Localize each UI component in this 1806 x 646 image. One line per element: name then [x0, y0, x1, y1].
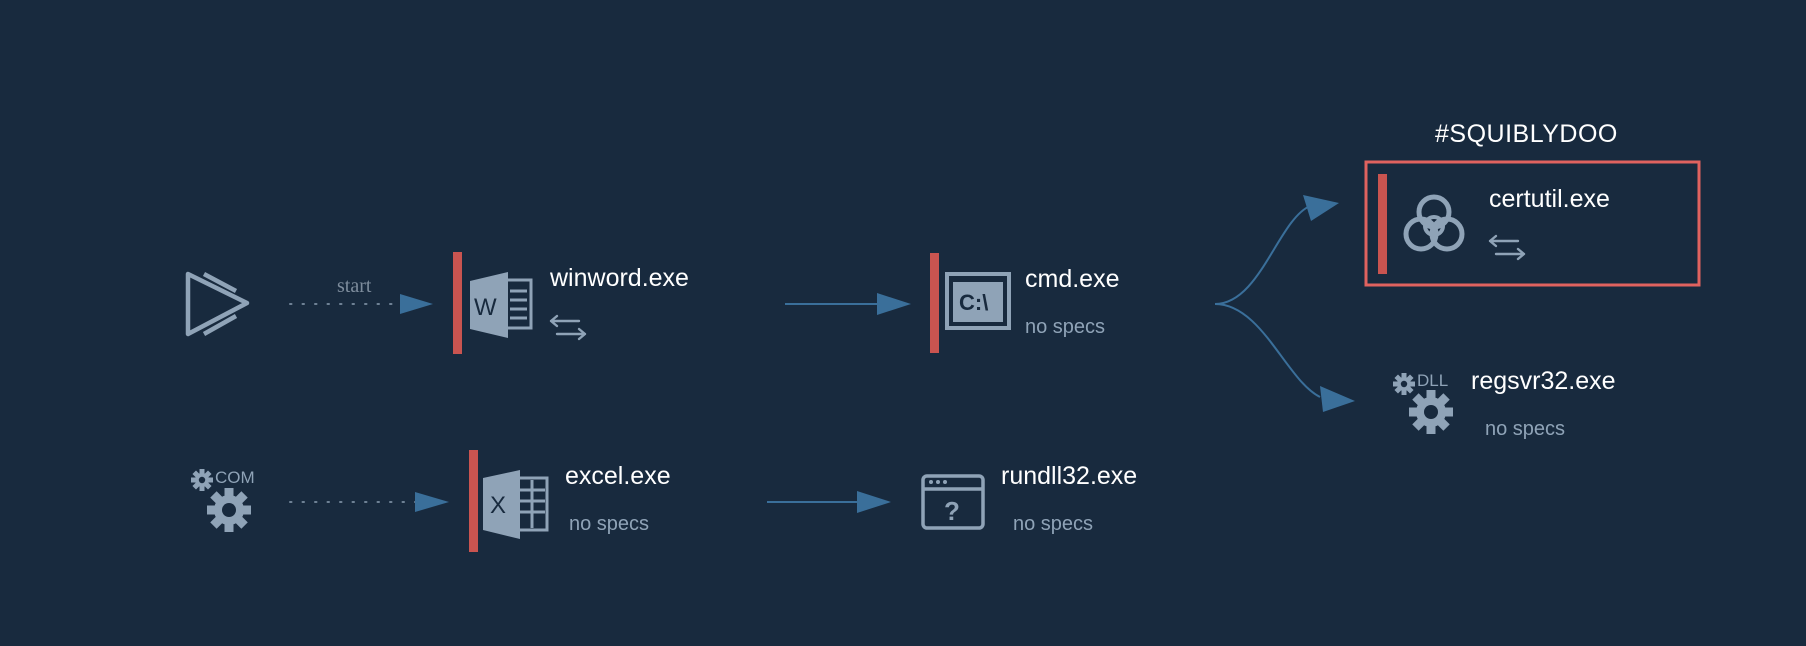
dll-badge-label: DLL [1417, 371, 1448, 390]
excel-spec: no specs [569, 513, 650, 535]
svg-text:X: X [490, 492, 506, 519]
svg-text:W: W [474, 294, 497, 321]
edge-com-to-excel [289, 492, 449, 512]
regsvr32-node[interactable]: DLL [1393, 371, 1453, 434]
cmd-spec: no specs [1025, 316, 1106, 338]
play-launch-icon [185, 271, 250, 337]
regsvr32-spec: no specs [1485, 418, 1566, 440]
certutil-node[interactable] [1364, 160, 1701, 287]
process-marker [469, 450, 478, 552]
certutil-tag: #SQUIBLYDOO [1435, 120, 1618, 148]
biohazard-icon [1403, 194, 1465, 252]
winword-node[interactable]: W [453, 252, 587, 354]
excel-icon: X [483, 470, 549, 539]
rundll32-name[interactable]: rundll32.exe [1001, 462, 1138, 490]
edge-excel-to-rundll32 [767, 491, 891, 513]
edge-cmd-to-certutil [1214, 195, 1339, 305]
cmd-icon: C:\ [945, 272, 1011, 330]
excel-node[interactable]: X [469, 450, 549, 552]
process-marker [930, 253, 939, 353]
process-marker [453, 252, 462, 354]
edge-cmd-to-regsvr32 [1214, 303, 1355, 412]
edge-label-start: start [337, 275, 372, 297]
gear-dll-icon: DLL [1393, 371, 1453, 434]
network-arrows-icon [549, 314, 587, 341]
word-icon: W [470, 272, 533, 338]
com-badge-label: COM [215, 468, 255, 487]
certutil-name[interactable]: certutil.exe [1489, 185, 1610, 213]
edge-winword-to-cmd [785, 293, 911, 315]
network-arrows-icon [1488, 234, 1526, 261]
unknown-window-icon: ? [921, 474, 985, 530]
winword-name[interactable]: winword.exe [550, 264, 689, 292]
gear-com-icon: COM [191, 468, 255, 532]
detection-highlight-box [1364, 160, 1701, 287]
regsvr32-name[interactable]: regsvr32.exe [1471, 367, 1616, 395]
process-marker [1378, 174, 1387, 274]
edge-start-to-winword [289, 294, 433, 314]
cmd-node[interactable]: C:\ [930, 253, 1011, 353]
cmd-name[interactable]: cmd.exe [1025, 265, 1120, 293]
excel-name[interactable]: excel.exe [565, 462, 671, 490]
rundll32-spec: no specs [1013, 513, 1094, 535]
rundll32-node[interactable]: ? [921, 474, 985, 530]
unknown-icon-text: ? [944, 496, 960, 526]
cmd-icon-text: C:\ [959, 290, 988, 315]
